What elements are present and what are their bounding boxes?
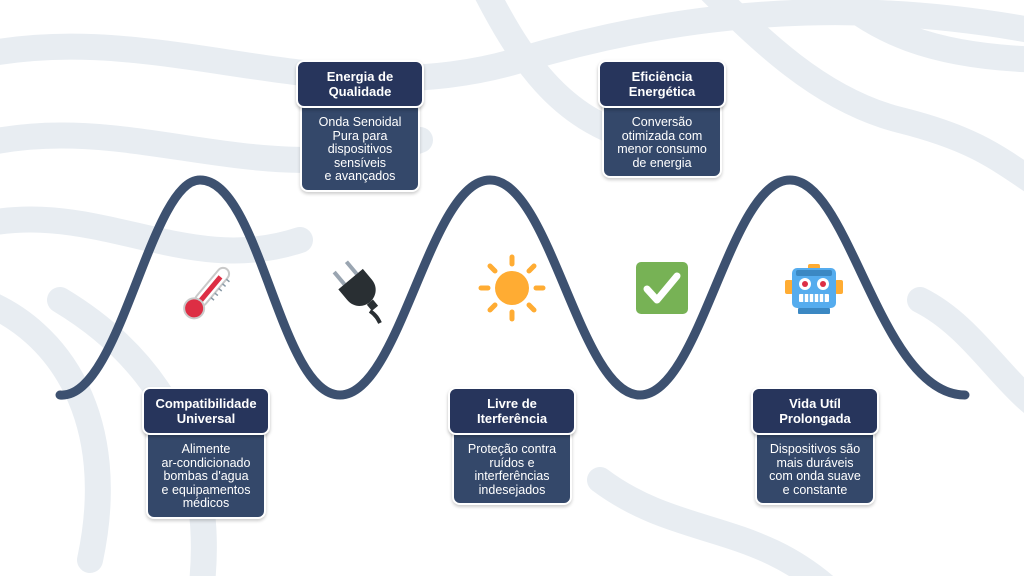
card-energia-qualidade: Energia de Qualidade Onda Senoidal Pura … [296,60,424,192]
card-title: Vida Utíl Prolongada [751,387,879,435]
sine-wave-path [55,175,970,400]
card-compatibilidade-universal: Compatibilidade Universal Alimente ar-co… [142,387,270,519]
card-text: Dispositivos são mais duráveis com onda … [755,431,875,505]
card-text: Alimente ar-condicionado bombas d'agua e… [146,431,266,519]
checkmark-icon [636,262,688,314]
card-title: Energia de Qualidade [296,60,424,108]
card-title: Eficiência Energética [598,60,726,108]
card-text: Conversão otimizada com menor consumo de… [602,104,722,178]
thermometer-icon [183,266,231,320]
card-vida-util: Vida Utíl Prolongada Dispositivos são ma… [751,387,879,505]
card-livre-interferencia: Livre de Iterferência Proteção contra ru… [448,387,576,505]
plug-icon [332,260,382,324]
card-title: Compatibilidade Universal [142,387,270,435]
card-eficiencia-energetica: Eficiência Energética Conversão otimizad… [598,60,726,178]
card-text: Onda Senoidal Pura para dispositivos sen… [300,104,420,192]
sun-icon [478,254,546,322]
card-title: Livre de Iterferência [448,387,576,435]
card-text: Proteção contra ruídos e interferências … [452,431,572,505]
robot-icon [785,264,843,314]
